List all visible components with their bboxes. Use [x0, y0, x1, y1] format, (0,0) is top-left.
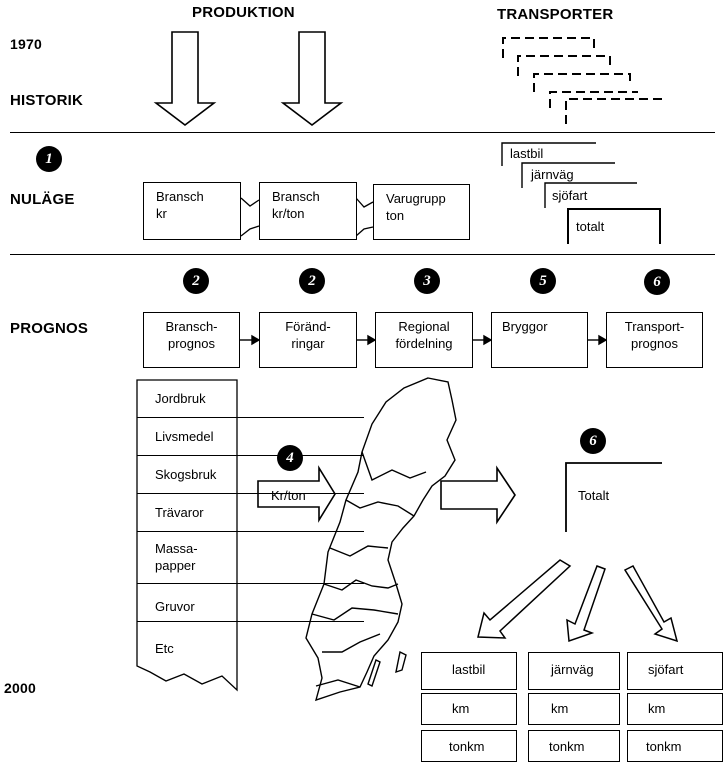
prognos-box-line: Bransch- — [165, 319, 218, 334]
nulage-box-varugrupp: Varugrupp ton — [373, 184, 470, 240]
mode-lastbil-km: km — [421, 693, 517, 725]
mode-sjofart-km: km — [627, 693, 723, 725]
historik-label: HISTORIK — [10, 92, 83, 109]
prognos-arrows — [240, 334, 608, 346]
prognos-box-line: Transport- — [624, 319, 685, 334]
sector-row-jordbruk: Jordbruk — [137, 380, 364, 418]
mode-jarnvag-name: järnväg — [528, 652, 620, 690]
prognos-box-transportprognos: Transport- prognos — [606, 312, 703, 368]
prognos-box-line: Regional — [398, 319, 450, 334]
step-6-badge: 6 — [580, 428, 606, 454]
prognos-box-line: fördelning — [395, 336, 453, 351]
step-5-badge: 5 — [530, 268, 556, 294]
prognos-box-line: Föränd- — [285, 319, 331, 334]
split-arrows — [477, 559, 679, 643]
prognos-box-branschprognos: Bransch- prognos — [143, 312, 240, 368]
nulage-box-line: ton — [386, 208, 405, 223]
sector-row-gruvor: Gruvor — [137, 584, 364, 622]
down-arrow-icon — [153, 31, 217, 127]
stack-label-sjofart: sjöfart — [552, 188, 588, 203]
step-2-badge: 2 — [183, 268, 209, 294]
mode-sjofart-tonkm: tonkm — [627, 730, 723, 762]
prognos-box-regional: Regional fördelning — [375, 312, 473, 368]
prognos-box-forandringar: Föränd- ringar — [259, 312, 357, 368]
sweden-map — [305, 377, 457, 702]
prognos-box-line: Bryggor — [502, 319, 548, 334]
step-4-badge: 4 — [277, 445, 303, 471]
transporter-heading: TRANSPORTER — [497, 6, 614, 23]
nulage-box-line: Bransch — [272, 189, 320, 204]
nulage-box-line: kr — [156, 206, 167, 221]
sector-row-livsmedel: Livsmedel — [137, 418, 364, 456]
stack-label-totalt: totalt — [576, 219, 605, 234]
step-1-badge: 1 — [36, 146, 62, 172]
nulage-box-bransch-krton: Bransch kr/ton — [259, 182, 357, 240]
prognos-box-line: prognos — [631, 336, 678, 351]
step-6-badge: 6 — [644, 269, 670, 295]
mode-lastbil-tonkm: tonkm — [421, 730, 517, 762]
mode-jarnvag-tonkm: tonkm — [528, 730, 620, 762]
krton-arrow-icon — [257, 465, 336, 523]
krton-label: Kr/ton — [271, 488, 306, 503]
sector-list-outline — [136, 379, 238, 692]
sector-row-etc: Etc — [137, 622, 364, 660]
mode-sjofart-name: sjöfart — [627, 652, 723, 690]
sector-label: Gruvor — [155, 599, 195, 614]
nulage-box-line: Bransch — [156, 189, 204, 204]
sector-label: Massa- — [155, 541, 198, 556]
sector-label: papper — [155, 558, 196, 573]
nulage-box-line: Varugrupp — [386, 191, 446, 206]
totalt-bracket — [565, 462, 662, 532]
stack-label-lastbil: lastbil — [510, 146, 544, 161]
stack-label-jarnvag: järnväg — [531, 167, 574, 182]
down-arrow-icon — [280, 31, 344, 127]
step-3-badge: 3 — [414, 268, 440, 294]
sector-label: Jordbruk — [155, 391, 206, 406]
dashed-transport-lines — [502, 37, 662, 124]
nulage-label: NULÄGE — [10, 191, 75, 208]
year-2000-label: 2000 — [4, 680, 36, 696]
section-divider-nulage — [10, 254, 715, 255]
right-arrow-icon — [440, 465, 516, 525]
nulage-box-bransch-kr: Bransch kr — [143, 182, 241, 240]
transport-stack — [501, 142, 661, 244]
step-2-badge: 2 — [299, 268, 325, 294]
sector-row-massapapper: Massa- papper — [137, 532, 364, 584]
sector-label: Etc — [155, 641, 174, 656]
sector-label: Skogsbruk — [155, 467, 217, 482]
sector-row-travaror: Trävaror — [137, 494, 364, 532]
nulage-connectors — [240, 197, 374, 237]
mode-lastbil-name: lastbil — [421, 652, 517, 690]
sector-row-skogsbruk: Skogsbruk — [137, 456, 364, 494]
prognos-box-line: prognos — [168, 336, 215, 351]
year-1970-label: 1970 — [10, 36, 42, 52]
totalt-label: Totalt — [578, 488, 610, 503]
produktion-heading: PRODUKTION — [192, 4, 295, 21]
sector-label: Trävaror — [155, 505, 204, 520]
sector-label: Livsmedel — [155, 429, 214, 444]
prognos-label: PROGNOS — [10, 320, 89, 337]
prognos-box-bryggor: Bryggor — [491, 312, 588, 368]
nulage-box-line: kr/ton — [272, 206, 305, 221]
mode-jarnvag-km: km — [528, 693, 620, 725]
prognos-box-line: ringar — [291, 336, 325, 351]
section-divider-historik — [10, 132, 715, 133]
